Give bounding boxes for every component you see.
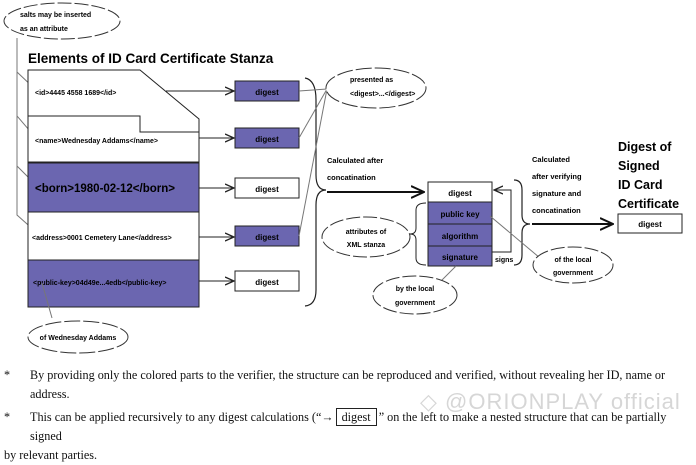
svg-text:attributes of: attributes of bbox=[346, 229, 387, 236]
footnote-2-before: This can be applied recursively to any d… bbox=[30, 410, 334, 424]
brace-final bbox=[513, 179, 531, 266]
svg-text:digest: digest bbox=[255, 278, 279, 287]
element-row-public-key bbox=[27, 259, 200, 308]
brace-attributes bbox=[409, 202, 427, 266]
svg-text:algorithm: algorithm bbox=[442, 232, 478, 241]
result-title: Digest of Signed ID Card Certificate bbox=[618, 140, 679, 211]
element-text-name: <name>Wednesday Addams</name> bbox=[35, 138, 158, 145]
stanza-elements: <id>4445 4558 1689</id> <name>Wednesday … bbox=[27, 69, 200, 308]
final-label-line3: signature and bbox=[532, 189, 582, 198]
inline-digest-box: digest bbox=[335, 408, 377, 426]
element-text-born: <born>1980-02-12</born> bbox=[35, 183, 175, 195]
digest-boxes: digest digest digest digest digest bbox=[234, 80, 300, 292]
element-row-address bbox=[27, 211, 200, 261]
by-gov-leader bbox=[439, 265, 457, 283]
svg-text:public key: public key bbox=[440, 210, 480, 219]
digest-box-born bbox=[234, 177, 300, 199]
element-text-address: <address>0001 Cemetery Lane</address> bbox=[32, 235, 172, 242]
callout-salts: salts may be inserted as an attribute bbox=[3, 2, 121, 40]
result-digest-label: digest bbox=[638, 220, 662, 229]
presented-leaders bbox=[298, 88, 328, 237]
callout-by-government: by the local government bbox=[372, 275, 458, 315]
diagram-title: Elements of ID Card Certificate Stanza bbox=[28, 51, 274, 66]
svg-text:presented as: presented as bbox=[350, 77, 393, 84]
signs-label: signs bbox=[495, 257, 513, 264]
callout-of-government: of the local government bbox=[532, 246, 614, 284]
svg-text:digest: digest bbox=[255, 135, 279, 144]
svg-text:digest: digest bbox=[255, 88, 279, 97]
svg-text:XML stanza: XML stanza bbox=[347, 242, 385, 249]
footnote-2: * This can be applied recursively to any… bbox=[4, 408, 696, 446]
callout-attributes: attributes of XML stanza bbox=[321, 216, 411, 258]
concat-label-line2: concatination bbox=[327, 173, 376, 182]
footnote-1-text: By providing only the colored parts to t… bbox=[30, 368, 666, 401]
of-gov-leader bbox=[489, 215, 541, 259]
result-digest-box bbox=[617, 213, 683, 234]
footnote-star: * bbox=[4, 368, 11, 382]
callout-owner: of Wednesday Addams bbox=[27, 320, 129, 354]
element-arrows bbox=[166, 91, 234, 281]
stanza-signature bbox=[427, 245, 493, 267]
footnote-star: * bbox=[4, 410, 11, 424]
svg-text:digest: digest bbox=[448, 189, 472, 198]
svg-text:ID Card: ID Card bbox=[618, 178, 662, 192]
digest-box-public-key bbox=[234, 270, 300, 292]
callout-presented-as: presented as <digest>...</digest> bbox=[325, 67, 427, 109]
footnote-1: * By providing only the colored parts to… bbox=[4, 366, 696, 404]
brace-concat bbox=[304, 77, 327, 307]
element-text-public-key: <public-key>04d49e...4edb</public-key> bbox=[33, 280, 166, 287]
svg-text:signature: signature bbox=[442, 253, 479, 262]
svg-text:of the local: of the local bbox=[555, 257, 592, 264]
final-label-line1: Calculated bbox=[532, 155, 570, 164]
footnotes: * By providing only the colored parts to… bbox=[4, 366, 696, 465]
svg-text:government: government bbox=[553, 270, 594, 277]
element-text-id: <id>4445 4558 1689</id> bbox=[35, 90, 116, 97]
svg-text:digest: digest bbox=[255, 233, 279, 242]
svg-text:salts may be inserted: salts may be inserted bbox=[20, 12, 91, 19]
footnote-2-line2: by relevant parties. bbox=[4, 448, 98, 462]
svg-text:as an attribute: as an attribute bbox=[20, 26, 68, 33]
concat-label-line1: Calculated after bbox=[327, 156, 383, 165]
final-label-line2: after verifying bbox=[532, 172, 582, 181]
owner-leader bbox=[41, 282, 53, 319]
svg-text:Signed: Signed bbox=[618, 159, 660, 173]
diagram-canvas: Elements of ID Card Certificate Stanza s… bbox=[3, 2, 683, 354]
final-label-line4: concatination bbox=[532, 206, 581, 215]
signed-stanza: digest public key algorithm signature bbox=[427, 181, 493, 267]
svg-text:by the local: by the local bbox=[396, 286, 435, 293]
svg-text:government: government bbox=[395, 300, 436, 307]
svg-text:Certificate: Certificate bbox=[618, 197, 679, 211]
svg-text:<digest>...</digest>: <digest>...</digest> bbox=[350, 91, 415, 98]
svg-text:Digest of: Digest of bbox=[618, 140, 672, 154]
svg-text:of Wednesday Addams: of Wednesday Addams bbox=[40, 335, 117, 342]
signs-arrow bbox=[492, 190, 512, 253]
svg-text:digest: digest bbox=[255, 185, 279, 194]
